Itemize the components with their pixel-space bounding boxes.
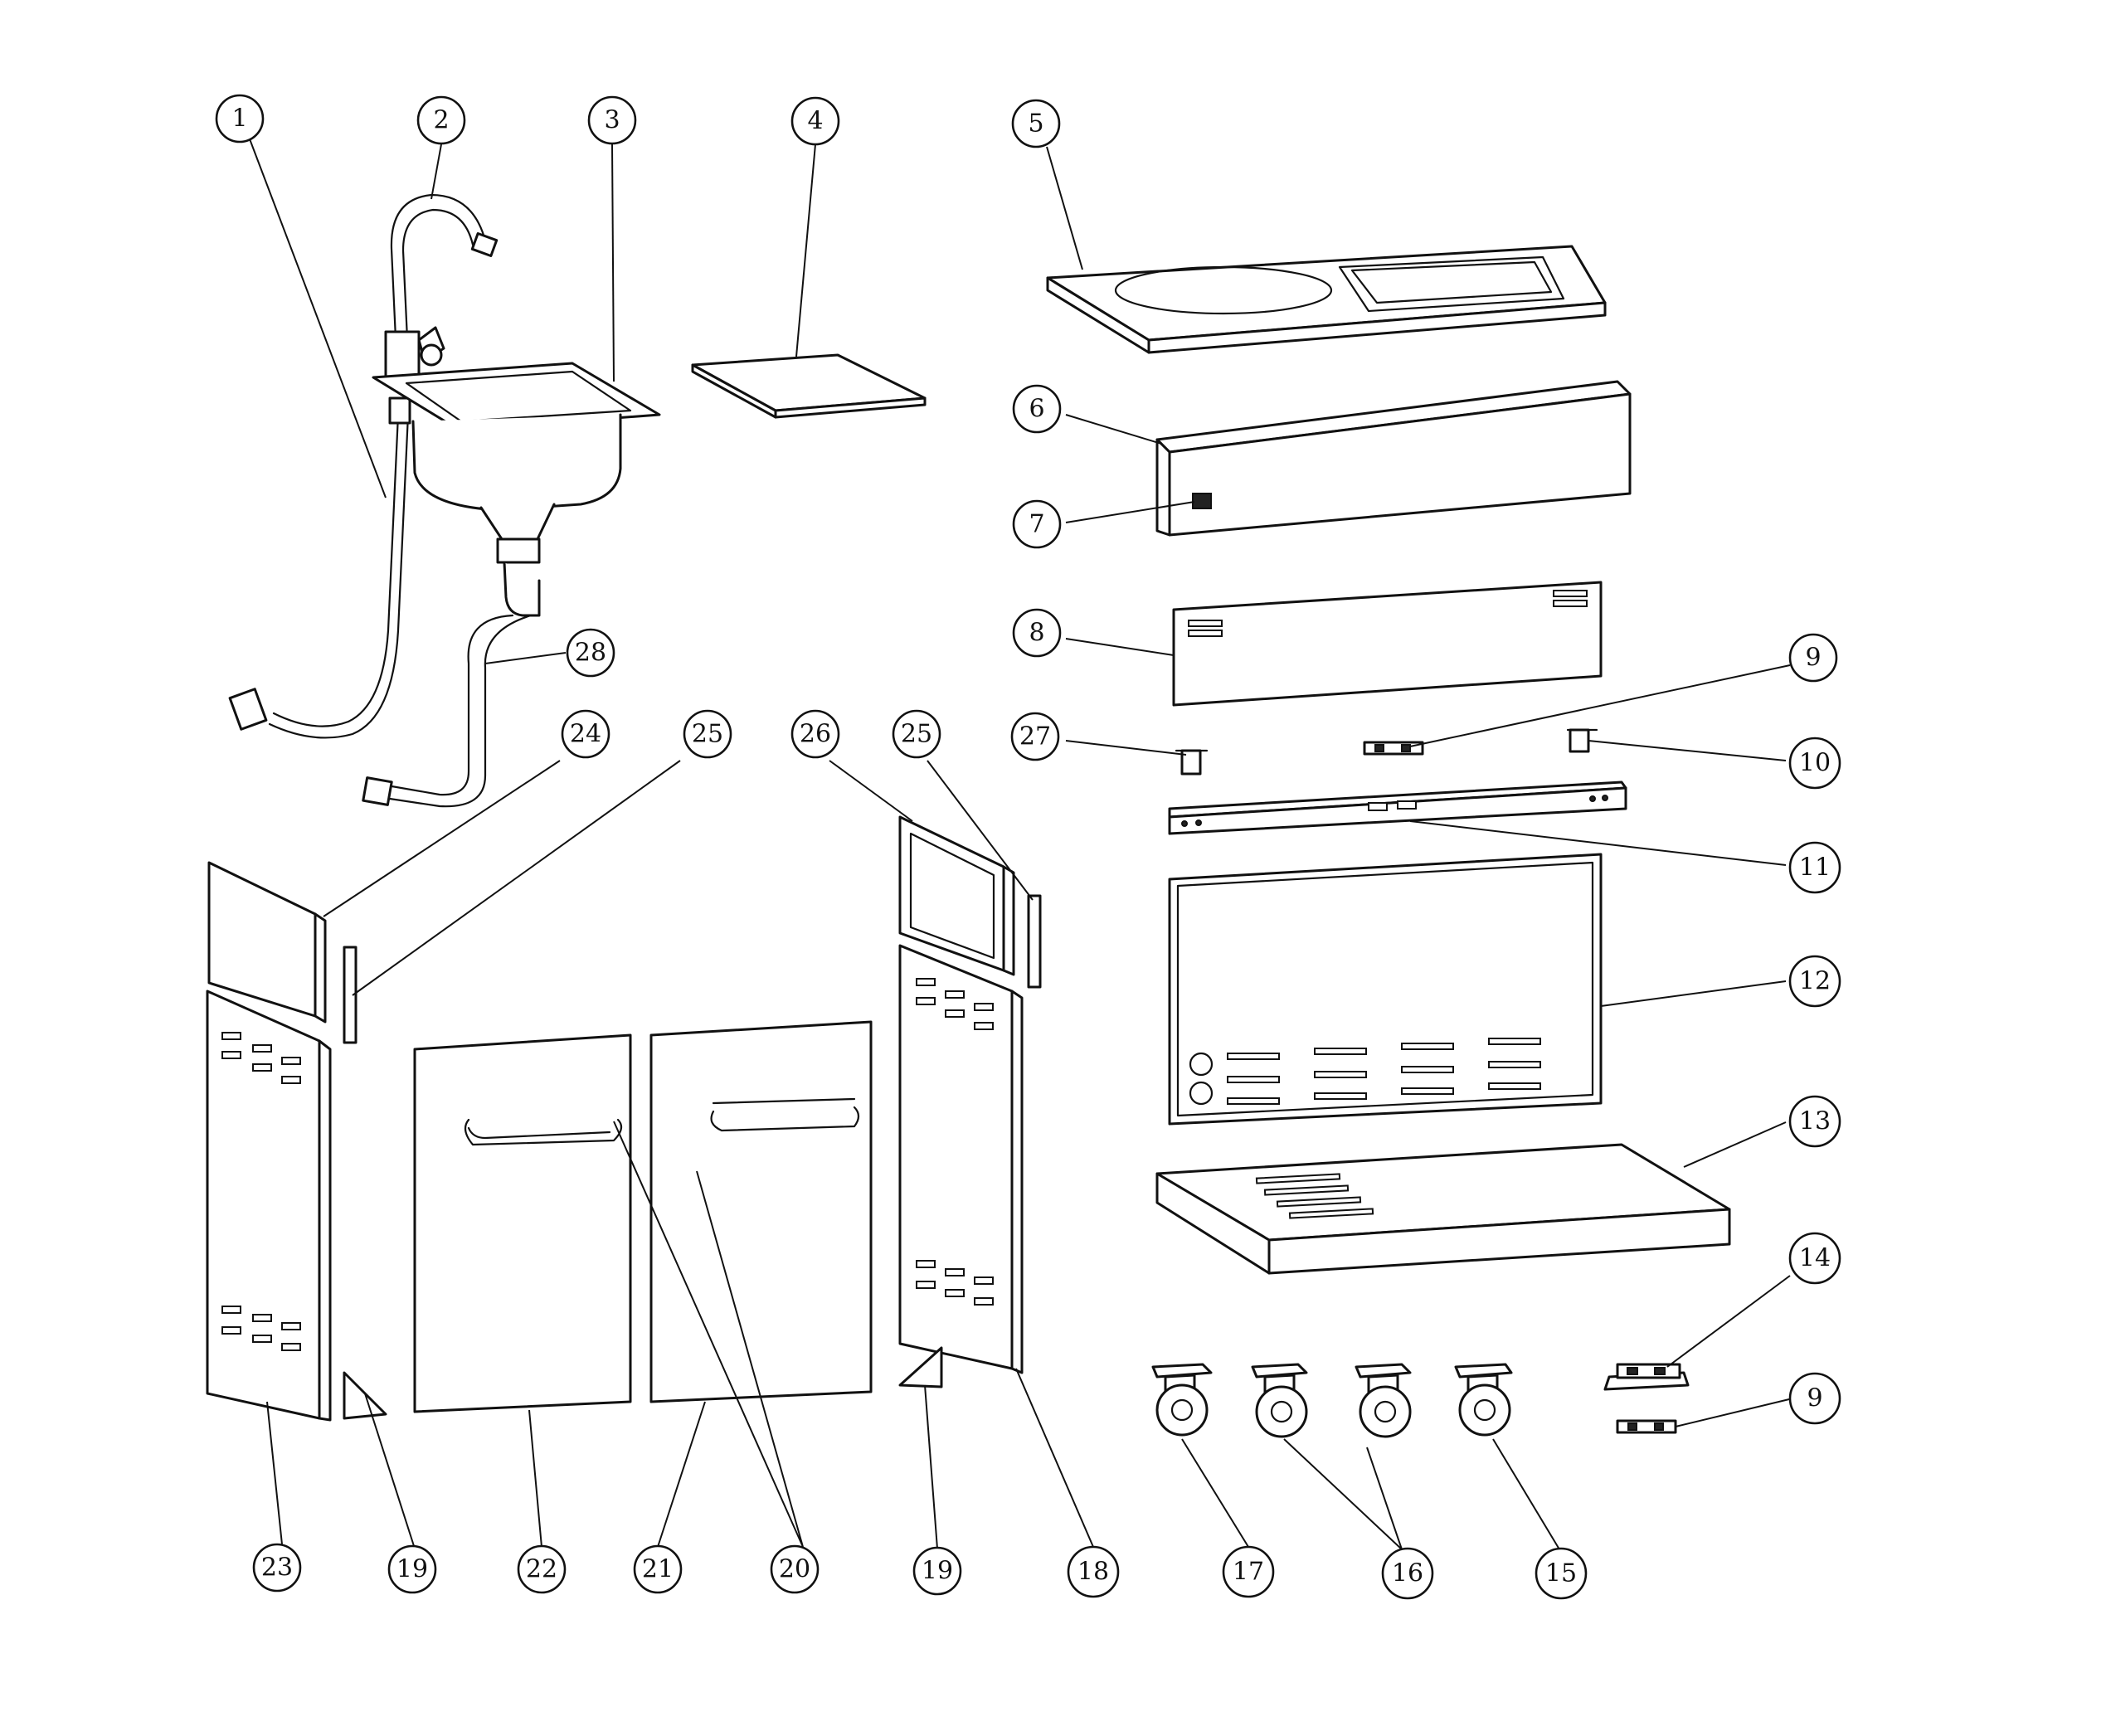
- part-right-side-panel: [898, 944, 1024, 1374]
- part-rear-wall: [1168, 853, 1603, 1126]
- callout-19-right: 19: [912, 1546, 962, 1596]
- svg-text:16: 16: [1392, 1559, 1423, 1588]
- part-left-door: [413, 1033, 632, 1413]
- leader-lines: [248, 136, 1791, 1550]
- svg-text:8: 8: [1029, 619, 1044, 648]
- callout-21: 21: [633, 1544, 683, 1594]
- callout-19-left: 19: [387, 1544, 437, 1594]
- part-inlet-hose: [228, 396, 411, 739]
- callout-25-right: 25: [892, 709, 941, 759]
- part-magnet-lower: [1616, 1419, 1677, 1434]
- part-countertop: [1046, 245, 1607, 354]
- callout-16: 16: [1381, 1547, 1434, 1600]
- callout-6: 6: [1012, 384, 1062, 434]
- svg-text:24: 24: [570, 720, 601, 749]
- part-magnet-upper: [1363, 741, 1424, 756]
- callout-20: 20: [770, 1544, 820, 1594]
- svg-text:14: 14: [1799, 1244, 1831, 1273]
- callout-11: 11: [1788, 841, 1841, 894]
- callout-23: 23: [252, 1543, 302, 1593]
- callout-18: 18: [1067, 1545, 1120, 1598]
- svg-text:17: 17: [1233, 1558, 1264, 1587]
- callout-9-lower: 9: [1788, 1372, 1841, 1425]
- part-corner-gusset-right: [898, 1346, 943, 1388]
- svg-text:18: 18: [1077, 1558, 1109, 1587]
- part-left-side-panel: [206, 990, 332, 1422]
- callout-12: 12: [1788, 955, 1841, 1008]
- part-caster-swivel-2: [1355, 1363, 1412, 1438]
- callout-27: 27: [1010, 712, 1060, 761]
- callout-4: 4: [790, 96, 840, 146]
- svg-text:6: 6: [1029, 395, 1044, 424]
- switch-icon: [1192, 493, 1212, 509]
- part-left-trim: [343, 946, 358, 1044]
- callout-15: 15: [1535, 1547, 1588, 1600]
- svg-text:26: 26: [800, 720, 831, 749]
- svg-text:21: 21: [642, 1555, 674, 1584]
- svg-text:2: 2: [433, 106, 449, 135]
- svg-text:19: 19: [922, 1557, 953, 1586]
- part-cutting-board: [691, 353, 927, 419]
- callout-9-upper: 9: [1788, 633, 1838, 683]
- part-left-top-panel: [207, 861, 327, 1024]
- svg-text:25: 25: [692, 720, 723, 749]
- part-right-top-panel: [898, 815, 1015, 976]
- svg-text:5: 5: [1028, 109, 1043, 139]
- callout-7: 7: [1012, 499, 1062, 549]
- svg-text:23: 23: [261, 1554, 293, 1583]
- svg-text:9: 9: [1807, 1384, 1822, 1413]
- svg-text:4: 4: [807, 107, 823, 136]
- part-front-panel: [1155, 380, 1632, 537]
- callout-28: 28: [566, 628, 615, 678]
- svg-text:1: 1: [231, 105, 247, 134]
- part-sink: [372, 362, 661, 617]
- svg-text:15: 15: [1545, 1559, 1577, 1588]
- callout-1: 1: [215, 94, 265, 143]
- part-caster-rigid: [1454, 1363, 1513, 1437]
- part-cross-rail: [1168, 780, 1627, 835]
- svg-text:7: 7: [1029, 510, 1044, 539]
- svg-text:12: 12: [1799, 967, 1831, 996]
- callout-8: 8: [1012, 608, 1062, 658]
- svg-text:27: 27: [1019, 722, 1051, 751]
- callout-14: 14: [1788, 1232, 1841, 1285]
- callout-3: 3: [587, 95, 637, 145]
- part-magnet-bracket: [1603, 1363, 1690, 1391]
- svg-text:13: 13: [1799, 1107, 1831, 1136]
- svg-text:9: 9: [1805, 644, 1821, 673]
- part-bottom-shelf: [1155, 1143, 1731, 1275]
- svg-text:22: 22: [526, 1555, 557, 1584]
- svg-text:10: 10: [1799, 749, 1831, 778]
- svg-text:19: 19: [396, 1555, 428, 1584]
- svg-text:11: 11: [1799, 853, 1831, 883]
- part-caster-swivel-1: [1251, 1363, 1308, 1438]
- svg-text:3: 3: [604, 106, 620, 135]
- svg-text:20: 20: [779, 1555, 810, 1584]
- callout-10: 10: [1788, 737, 1841, 790]
- callout-13: 13: [1788, 1095, 1841, 1148]
- callout-24: 24: [561, 709, 610, 759]
- callout-22: 22: [517, 1544, 567, 1594]
- part-right-door: [649, 1020, 873, 1403]
- callout-17: 17: [1222, 1545, 1275, 1598]
- part-drain-pipe: [362, 614, 533, 808]
- callout-26: 26: [790, 709, 840, 759]
- part-caster-brake: [1151, 1363, 1213, 1437]
- part-bracket-left: [1175, 749, 1209, 776]
- part-back-panel: [1172, 581, 1603, 707]
- part-faucet: [384, 193, 499, 379]
- svg-text:28: 28: [575, 639, 606, 668]
- part-bracket-right: [1566, 728, 1598, 753]
- callout-5: 5: [1011, 99, 1061, 148]
- part-right-trim: [1027, 894, 1042, 989]
- callout-25-left: 25: [683, 709, 732, 759]
- callout-2: 2: [416, 95, 466, 145]
- svg-text:25: 25: [901, 720, 932, 749]
